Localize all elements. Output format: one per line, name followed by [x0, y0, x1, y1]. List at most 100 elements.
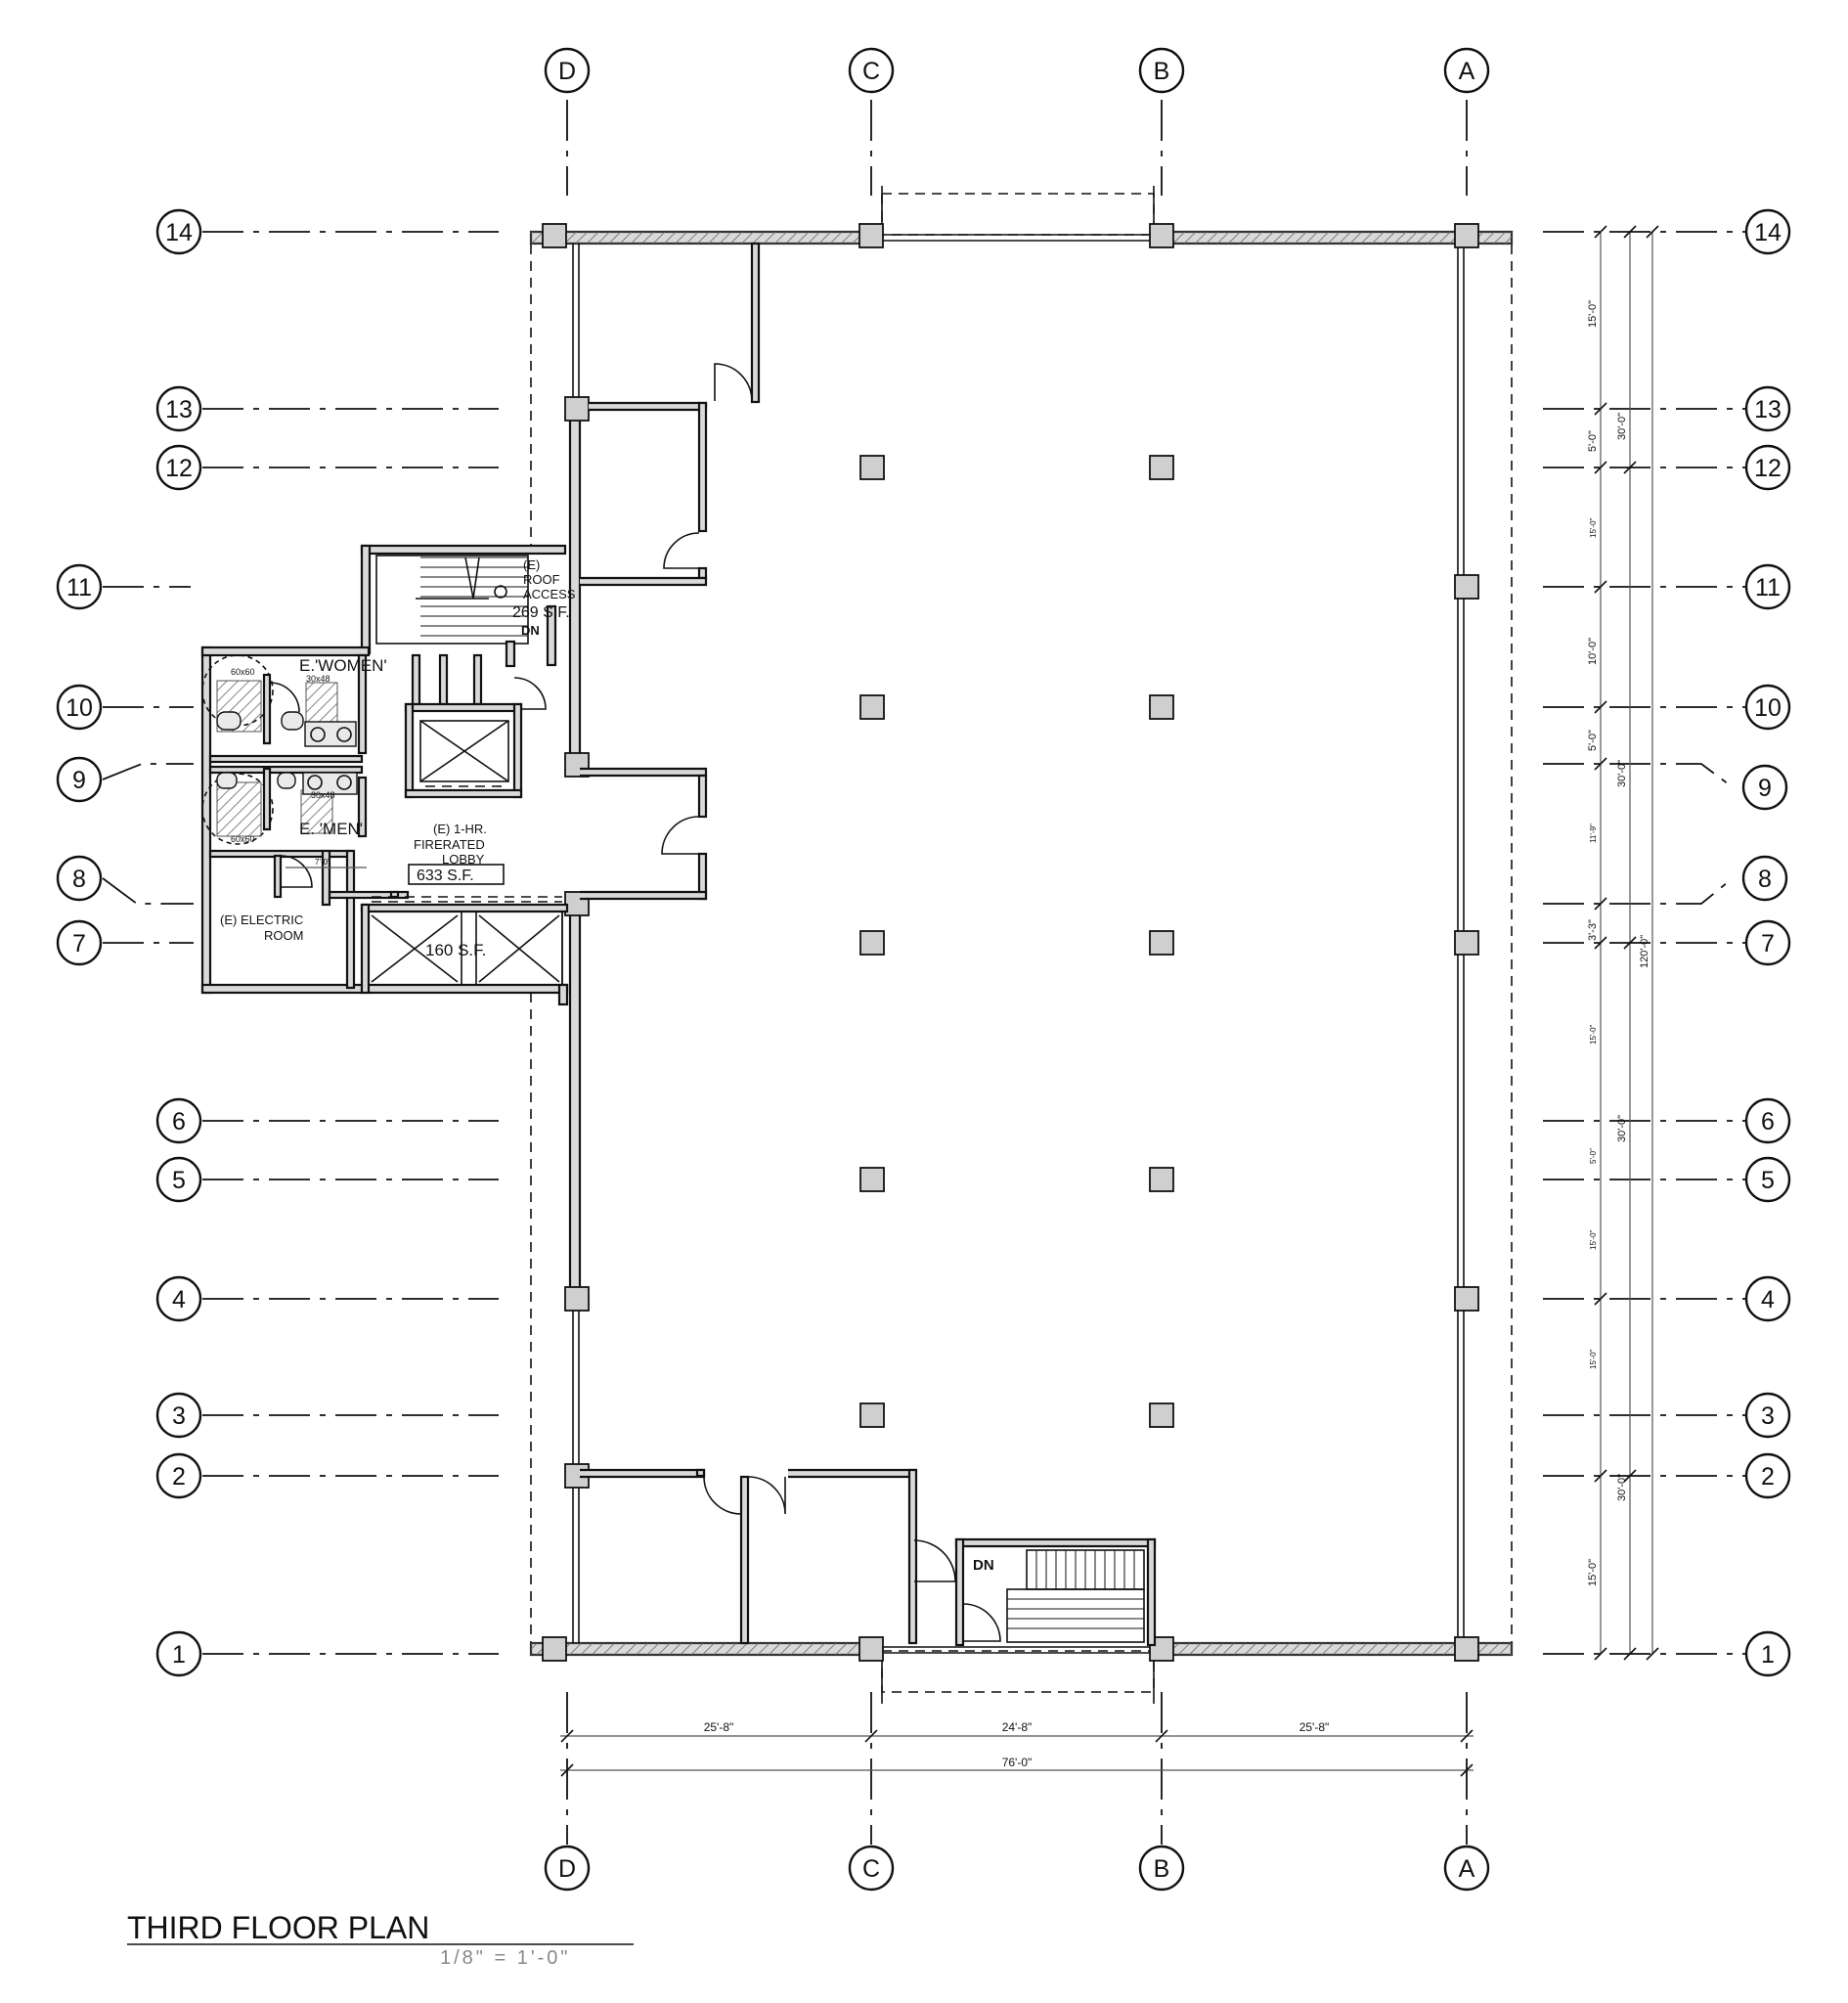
row-bubble-8-right: [1741, 855, 1788, 902]
column-grid-lines: [566, 100, 1468, 1845]
row-bubble-2-right: [1744, 1452, 1791, 1499]
vdim-3: 15'-0": [1589, 517, 1598, 538]
row-label-1-left: 1: [172, 1641, 186, 1669]
row-bubbles-left: 14 13 12 11 10 9 8 7 6 5 4 3 2 1: [56, 208, 202, 1677]
row-label-6-left: 6: [172, 1108, 186, 1135]
grid-label-d-top: D: [558, 58, 576, 85]
lower-stair-dn-label: DN: [973, 1557, 994, 1574]
row-label-2-left: 2: [172, 1463, 186, 1491]
vdim-16: 30'-0": [1616, 1474, 1628, 1501]
men-room-label: E. 'MEN': [299, 820, 363, 838]
row-bubble-14-right: [1744, 208, 1791, 255]
men-sink-dim: 30x48: [311, 790, 335, 800]
vdim-13: 30'-0": [1616, 413, 1628, 440]
drawing-title: THIRD FLOOR PLAN: [127, 1910, 429, 1945]
row-label-7-right: 7: [1761, 930, 1775, 957]
vdim-11: 15'-0": [1589, 1349, 1598, 1369]
row-bubble-14-left: [155, 208, 202, 255]
lobby-label-1: (E) 1-HR.: [433, 822, 487, 836]
row-bubble-4-left: [155, 1275, 202, 1322]
exterior-walls: [529, 230, 1514, 1657]
elevator-area-label: 160 S.F.: [425, 941, 486, 959]
hdim-1: 25'-8": [704, 1720, 734, 1734]
row-bubble-1-left: [155, 1630, 202, 1677]
row-label-12-left: 12: [165, 455, 193, 482]
grid-label-a-bottom: A: [1459, 1855, 1475, 1883]
grid-bubble-b-bottom: [1138, 1845, 1185, 1892]
women-room-label: E.'WOMEN': [299, 656, 387, 675]
grid-label-c-top: C: [862, 58, 880, 85]
vdim-2: 5'-0": [1587, 430, 1599, 452]
hdim-3: 25'-8": [1299, 1720, 1330, 1734]
column-bubbles-top: D C B A: [544, 47, 1490, 94]
row-label-1-right: 1: [1761, 1641, 1775, 1669]
grid-label-b-top: B: [1154, 58, 1170, 85]
row-bubble-12-right: [1744, 444, 1791, 491]
corridor-dimension: 7'-0": [315, 858, 330, 867]
lobby-label-3: LOBBY: [442, 852, 485, 867]
grid-label-a-top: A: [1459, 58, 1475, 85]
lobby-label-2: FIRERATED: [414, 837, 485, 852]
lobby-area: 633 S.F.: [417, 868, 474, 884]
hdim-2: 24'-8": [1002, 1720, 1033, 1734]
grid-bubble-a-bottom: [1443, 1845, 1490, 1892]
row-bubble-9-left: [56, 756, 103, 803]
row-label-14-left: 14: [165, 219, 193, 246]
row-label-4-right: 4: [1761, 1286, 1775, 1313]
roof-access-dn: DN: [521, 623, 540, 638]
grid-label-c-bottom: C: [862, 1855, 880, 1883]
row-label-10-left: 10: [66, 694, 93, 722]
row-label-4-left: 4: [172, 1286, 186, 1313]
men-turn-dim: 60x60: [231, 834, 255, 844]
horizontal-dimensions: 25'-8" 24'-8" 25'-8" 76'-0": [560, 1720, 1474, 1777]
vdim-total: 120'-0": [1639, 935, 1650, 968]
lower-stair: DN: [913, 1537, 1157, 1647]
row-bubble-12-left: [155, 444, 202, 491]
vdim-12: 15'-0": [1587, 1559, 1599, 1586]
vdim-15: 30'-0": [1616, 1115, 1628, 1142]
row-label-7-left: 7: [72, 930, 86, 957]
grid-bubble-a-top: [1443, 47, 1490, 94]
row-bubble-10-right: [1744, 684, 1791, 731]
roof-access-label-1: (E): [523, 557, 540, 572]
row-label-5-right: 5: [1761, 1167, 1775, 1194]
women-sink-dim: 30x48: [306, 674, 330, 684]
row-bubble-7-right: [1744, 919, 1791, 966]
vdim-9: 5'-0": [1589, 1148, 1598, 1164]
title-block: THIRD FLOOR PLAN 1/8" = 1'-0": [127, 1910, 634, 1969]
grid-label-d-bottom: D: [558, 1855, 576, 1883]
row-bubble-13-left: [155, 385, 202, 432]
grid-bubble-b-top: [1138, 47, 1185, 94]
row-bubble-11-right: [1744, 563, 1791, 610]
row-label-3-left: 3: [172, 1402, 186, 1430]
row-label-12-right: 12: [1754, 455, 1782, 482]
vdim-14: 30'-0": [1616, 760, 1628, 787]
row-label-11-right: 11: [1755, 574, 1781, 601]
women-turn-dim: 60x60: [231, 667, 255, 677]
row-label-6-right: 6: [1761, 1108, 1775, 1135]
interior-partitions: [580, 242, 918, 1645]
grid-bubble-c-bottom: [848, 1845, 895, 1892]
row-bubbles-right: 14 13 12 11 10 9 8 7 6 5 4 3 2 1: [1741, 208, 1791, 1677]
roof-access-area: 269 S.F.: [512, 604, 570, 621]
row-bubble-13-right: [1744, 385, 1791, 432]
row-label-9-right: 9: [1758, 775, 1772, 802]
lobby-area-box: [408, 864, 505, 885]
row-bubble-8-left: [56, 855, 103, 902]
row-bubble-3-right: [1744, 1392, 1791, 1439]
row-bubble-6-left: [155, 1097, 202, 1144]
vertical-dimensions: 15'-0" 5'-0" 15'-0" 10'-0" 5'-0" 11'-9" …: [1587, 225, 1659, 1661]
row-bubble-9-right: [1741, 764, 1788, 811]
vdim-7: 3'-3": [1587, 919, 1599, 941]
vdim-6: 11'-9": [1589, 823, 1598, 843]
drawing-scale: 1/8" = 1'-0": [440, 1947, 571, 1969]
roof-access-label-2: ROOF: [523, 572, 560, 587]
row-label-5-left: 5: [172, 1167, 186, 1194]
row-bubble-4-right: [1744, 1275, 1791, 1322]
grid-bubble-d-top: [544, 47, 591, 94]
row-bubble-10-left: [56, 684, 103, 731]
row-label-10-right: 10: [1754, 694, 1782, 722]
grid-bubble-c-top: [848, 47, 895, 94]
grid-label-b-bottom: B: [1154, 1855, 1170, 1883]
